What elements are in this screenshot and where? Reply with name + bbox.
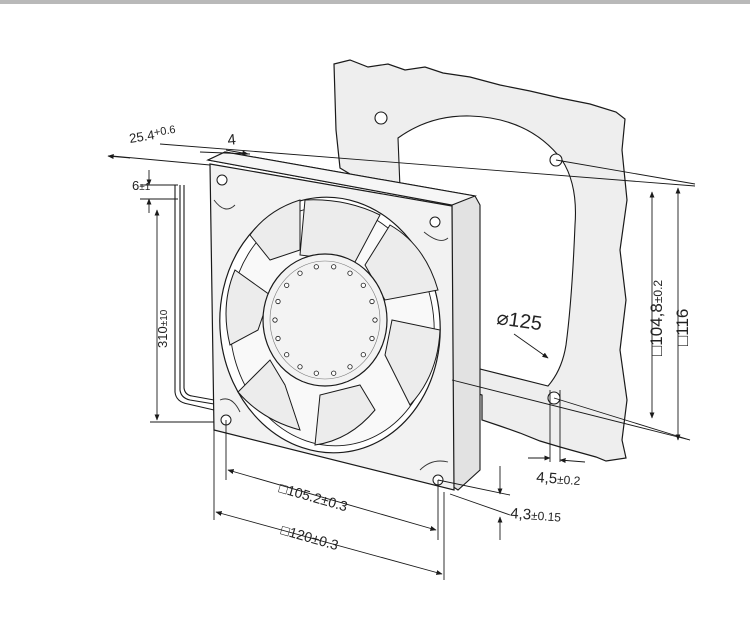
label-depth: 25.4+0.6 [128, 124, 177, 146]
hub-rivet [347, 364, 353, 370]
hub-rivet [347, 270, 353, 276]
hub-rivet [313, 370, 319, 376]
hub-rivet [369, 335, 375, 342]
hub-rivet [360, 282, 366, 288]
label-size-vertical: □116 [673, 309, 692, 346]
label-lead-length: 310±10 [155, 309, 170, 348]
fan-hub-rim [269, 260, 381, 380]
fan-hole-top-left [216, 174, 228, 186]
label-wire-offset: 6±1 [132, 178, 151, 193]
fan-top-edge [206, 151, 478, 206]
frame-strut [219, 398, 241, 413]
hub-rivet [313, 264, 319, 270]
hub-rivet [272, 317, 278, 323]
hub-rivet [275, 298, 281, 305]
hub-rivets [272, 264, 378, 376]
hub-rivet [331, 370, 337, 376]
label-hole-diameter: 4,5±0.2 [536, 469, 582, 489]
hub-rivet [297, 364, 303, 370]
label-hole-offset: 4,3±0.15 [510, 505, 562, 526]
frame-strut [423, 231, 449, 241]
hub-rivet [284, 282, 290, 288]
fan-blades [225, 199, 441, 446]
hub-rivet [369, 298, 375, 305]
lead-wires [174, 185, 215, 411]
fan-hole-top-right [429, 216, 441, 228]
fan [206, 151, 481, 491]
frame-strut [213, 199, 236, 210]
label-hole-pitch-horizontal: □105.2±0.3 [277, 480, 350, 515]
panel-cutout [397, 115, 576, 387]
hub-rivet [284, 352, 290, 358]
frame-strut [419, 460, 449, 471]
fan-hub [262, 253, 388, 387]
hub-rivet [331, 264, 337, 270]
dimension-lines [107, 143, 696, 580]
hub-rivet [372, 317, 378, 323]
hub-rivet [297, 270, 303, 276]
panel-hole-top-left [374, 111, 388, 125]
label-size-horizontal: □120±0.3 [279, 522, 340, 554]
label-hole-pitch-vertical: □104,8±0.2 [647, 280, 666, 356]
hub-rivet [275, 335, 281, 342]
top-border [0, 0, 750, 4]
label-flange: 4 [227, 131, 237, 149]
hub-rivet [360, 352, 366, 358]
